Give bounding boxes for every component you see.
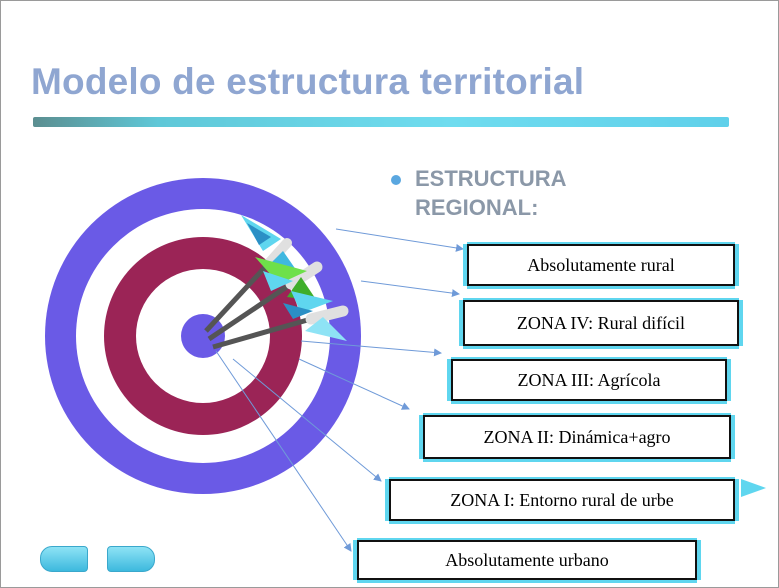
pointer-arrow-icon — [741, 479, 766, 497]
arrow-zona-ii — [298, 358, 410, 410]
title-underline — [33, 117, 729, 127]
bullet-heading-line1: ESTRUCTURA — [415, 166, 567, 191]
bullet-heading-line2: REGIONAL: — [415, 195, 539, 220]
zone-box-zona-i: ZONA I: Entorno rural de urbe — [389, 479, 735, 521]
zone-box-absolutamente-rural: Absolutamente rural — [467, 244, 735, 286]
arrow-zona-iii — [300, 340, 442, 357]
arrow-absolutamente-urbano — [215, 350, 352, 552]
zone-box-zona-ii: ZONA II: Dinámica+agro — [423, 415, 731, 459]
nav-prev-button[interactable] — [40, 546, 88, 572]
nav-next-button[interactable] — [107, 546, 155, 572]
arrow-absolutamente-rural — [335, 228, 464, 252]
zone-box-zona-iii: ZONA III: Agrícola — [451, 359, 727, 401]
bullet-icon — [391, 175, 401, 185]
slide-title: Modelo de estructura territorial — [31, 61, 585, 102]
arrow-zona-i — [232, 358, 382, 482]
zone-box-zona-iv: ZONA IV: Rural difícil — [463, 300, 739, 346]
bullet-heading: ESTRUCTURA REGIONAL: — [415, 164, 635, 222]
arrow-zona-iv — [360, 280, 460, 298]
zone-box-absolutamente-urbano: Absolutamente urbano — [357, 540, 697, 580]
dart-icon — [212, 291, 349, 350]
